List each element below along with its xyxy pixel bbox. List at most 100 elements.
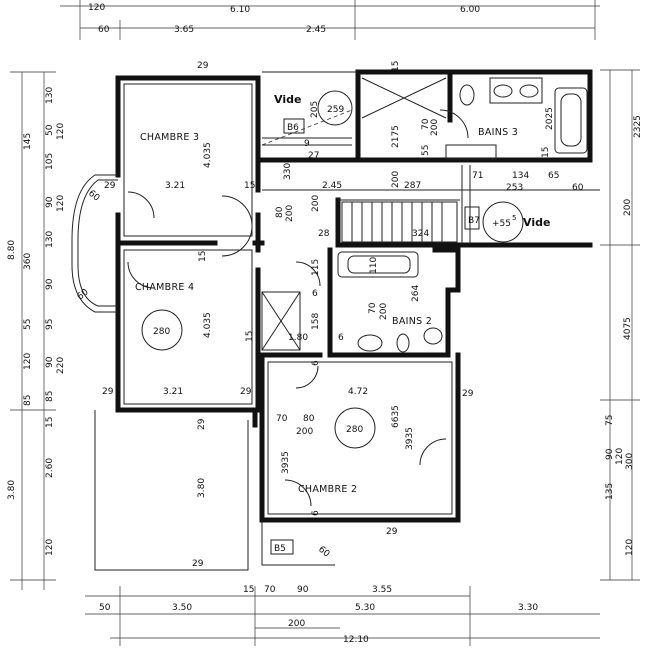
inner-dim-2175: 2175 [391,125,401,148]
inner-lines [71,71,600,571]
right-dim-4075: 4075 [623,317,633,340]
level-markers [141,90,524,449]
level-55: +55 [492,219,511,229]
room-label-chambre4: CHAMBRE 4 [135,282,194,293]
left-dim-120b: 120 [56,195,66,212]
inner-dim-287: 287 [404,181,421,191]
inner-dim-6-a: 6 [312,289,318,299]
inner-dim-15-c: 15 [391,61,401,72]
inner-dim-321-bottom: 3.21 [163,387,183,397]
bottom-dim-200: 200 [288,619,305,629]
level-259: 259 [327,105,344,115]
inner-dim-3935-a: 3935 [405,427,415,450]
right-dim-120b: 120 [625,539,635,556]
bottom-dim-1210: 12.10 [343,635,369,645]
right-dim-120: 120 [615,448,625,465]
bottom-dim-355: 3.55 [372,585,392,595]
inner-dim-9: 9 [304,139,310,149]
left-dim-120c: 120 [23,353,33,370]
inner-dim-134: 134 [512,171,529,181]
inner-dim-29-g: 29 [197,418,207,430]
right-dim-90: 90 [605,448,615,460]
left-dim-50: 50 [45,124,55,136]
left-dim-55: 55 [23,319,33,330]
right-dim-300: 300 [625,453,635,470]
inner-dim-6-d: 6 [311,510,321,516]
inner-dim-6-b: 6 [338,333,344,343]
inner-dim-29-c: 29 [102,387,114,397]
inner-dim-200-e: 200 [379,303,389,320]
room-label-chambre3: CHAMBRE 3 [140,132,199,143]
inner-dim-115: 115 [311,259,321,276]
inner-dim-29-e: 29 [462,389,474,399]
left-dim-120a: 120 [56,123,66,140]
left-dim-880: 8.80 [7,240,17,260]
inner-dim-200-b: 200 [285,205,295,222]
inner-dim-253: 253 [506,183,523,193]
top-dim-365: 3.65 [174,25,194,35]
inner-dim-200-a: 200 [430,119,440,136]
left-dim-90b: 90 [45,278,55,290]
inner-dim-28: 28 [318,229,330,239]
inner-dim-15-a: 15 [244,181,255,191]
inner-dim-15-d: 15 [541,147,551,158]
inner-dim-80: 80 [275,206,285,218]
inner-dim-6635: 6635 [391,405,401,428]
room-label-vide-top: Vide [274,93,301,106]
inner-dim-55: 55 [421,145,431,156]
tag-boxes [270,118,480,555]
top-dim-120: 120 [88,3,105,13]
bottom-dim-330: 3.30 [518,603,538,613]
bottom-dim-90: 90 [297,585,309,595]
inner-dim-180: 1.80 [288,333,308,343]
dimension-lines [10,0,640,646]
level-280-chambre4: 280 [153,327,170,337]
bottom-dim-15: 15 [243,585,254,595]
left-dim-120d: 120 [45,539,55,556]
inner-dim-321-top: 3.21 [165,181,185,191]
right-dim-2325: 2325 [633,115,643,138]
inner-dim-380: 3.80 [197,478,207,498]
inner-dim-205: 205 [310,101,320,118]
level-280-chambre2: 280 [346,425,363,435]
room-label-chambre2: CHAMBRE 2 [298,484,357,495]
left-dim-145: 145 [23,133,33,150]
inner-dim-29-d: 29 [240,387,252,397]
bathroom-fixtures [337,77,588,353]
room-label-vide-right: Vide [523,216,550,229]
inner-dim-200-c: 200 [311,195,321,212]
inner-dim-29-h: 29 [192,559,204,569]
inner-dim-6-c: 6 [311,360,321,366]
bottom-dim-50: 50 [99,603,111,613]
bottom-dim-530: 5.30 [355,603,375,613]
inner-dim-15-b: 15 [198,251,208,262]
room-label-bains2: BAINS 2 [392,316,432,327]
inner-dim-29-f: 29 [386,527,398,537]
inner-dim-200-d: 200 [391,171,401,188]
inner-dim-200-f: 200 [296,427,313,437]
inner-dim-29-top: 29 [197,61,209,71]
inner-dim-2025: 2025 [545,107,555,130]
tag-b6: B6 [287,123,299,133]
inner-dim-4035-b: 4.035 [203,312,213,338]
left-dim-85a: 85 [23,395,33,406]
inner-dim-70: 70 [421,118,431,130]
inner-dim-330: 330 [283,163,293,180]
top-dim-610: 6.10 [230,5,250,15]
left-dim-90c: 90 [45,356,55,368]
inner-dim-70-c: 70 [276,414,288,424]
inner-dim-80-b: 80 [303,414,315,424]
left-dim-105: 105 [45,153,55,170]
right-dim-135: 135 [605,483,615,500]
left-dim-380: 3.80 [7,480,17,500]
left-dim-260: 2.60 [45,458,55,478]
inner-dim-3935-b: 3935 [281,451,291,474]
left-dim-130: 130 [45,87,55,104]
inner-dim-71: 71 [472,171,483,181]
inner-dim-29-left: 29 [104,181,116,191]
inner-dim-245: 2.45 [322,181,342,191]
bottom-dim-70: 70 [264,585,276,595]
inner-dim-65: 65 [548,171,559,181]
walls [115,69,593,566]
